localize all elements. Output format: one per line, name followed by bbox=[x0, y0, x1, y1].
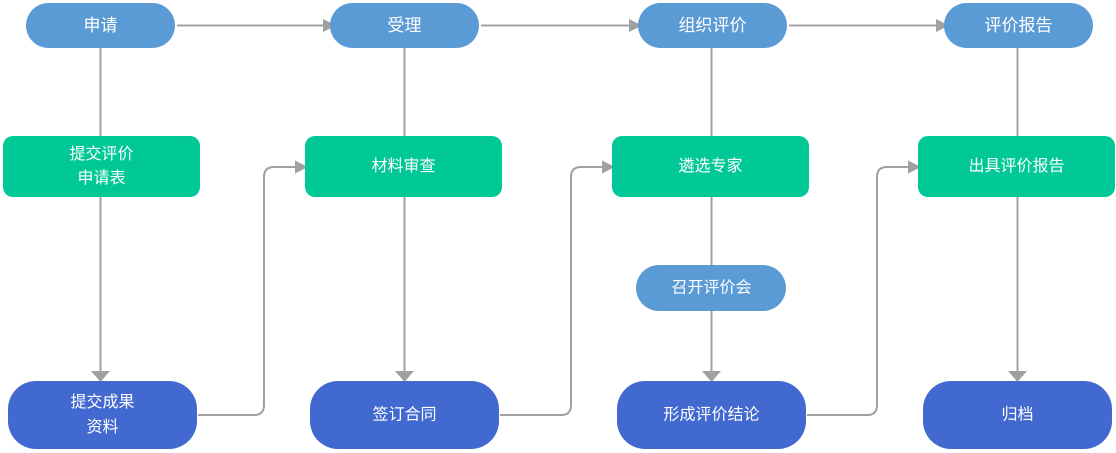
arrow-elbow-1 bbox=[198, 160, 308, 416]
node-output-4[interactable]: 归档 bbox=[923, 381, 1112, 449]
connector-layer bbox=[91, 19, 1027, 416]
node-output-2[interactable]: 签订合同 bbox=[310, 381, 499, 449]
arrow-col-4 bbox=[1008, 48, 1027, 382]
arrow-elbow-3 bbox=[807, 160, 921, 416]
arrow-stage-1-2 bbox=[177, 19, 336, 32]
node-action-3[interactable]: 遴选专家 bbox=[612, 136, 809, 197]
arrow-col-2 bbox=[395, 48, 414, 382]
node-action-2[interactable]: 材料审查 bbox=[305, 136, 502, 197]
arrow-col-3 bbox=[702, 48, 721, 382]
meeting-row: 召开评价会 bbox=[636, 265, 786, 311]
node-output-1[interactable]: 提交成果 资料 bbox=[8, 381, 197, 449]
node-stage-3[interactable]: 组织评价 bbox=[638, 3, 787, 48]
arrow-stage-3-4 bbox=[789, 19, 949, 32]
node-stage-1[interactable]: 申请 bbox=[26, 3, 175, 48]
node-stage-2[interactable]: 受理 bbox=[330, 3, 479, 48]
node-action-1[interactable]: 提交评价 申请表 bbox=[3, 136, 200, 197]
node-action-4[interactable]: 出具评价报告 bbox=[918, 136, 1115, 197]
arrow-stage-2-3 bbox=[481, 19, 642, 32]
node-stage-4[interactable]: 评价报告 bbox=[944, 3, 1093, 48]
arrow-elbow-2 bbox=[500, 160, 615, 416]
node-meeting-1[interactable]: 召开评价会 bbox=[636, 265, 786, 311]
node-output-3[interactable]: 形成评价结论 bbox=[617, 381, 806, 449]
action-row: 提交评价 申请表 材料审查 遴选专家 出具评价报告 bbox=[3, 136, 1115, 197]
arrow-col-1 bbox=[91, 48, 110, 382]
